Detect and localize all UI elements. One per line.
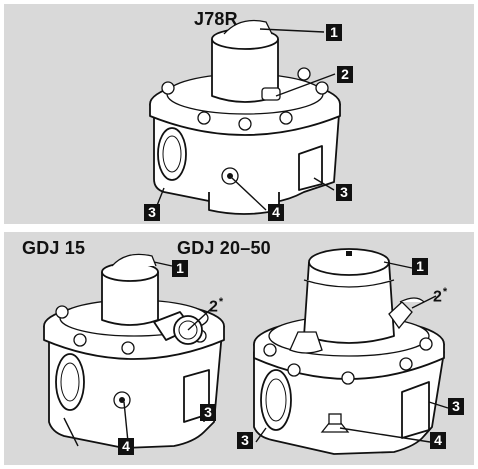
gdj15-title: GDJ 15 [22,238,86,258]
gdj15-callout-4: 4 [118,438,134,455]
gdj2050-callout-1: 1 [412,258,428,275]
j78r-callout-1: 1 [326,24,342,41]
j78r-callout-3-right: 3 [336,184,352,201]
j78r-callout-2: 2 [337,66,353,83]
gdj2050-callout-2: 2* [432,284,448,305]
panel-j78r: J78R 1 2 3 4 3 [4,4,474,224]
j78r-regulator-drawing [149,19,341,215]
gdj2050-callout-2-star: * [442,286,448,298]
gdj15-callout-3: 3 [200,404,216,421]
gdj2050-callout-3-left: 3 [237,432,253,449]
j78r-callout-4: 4 [268,204,284,221]
gdj15-callout-1: 1 [172,260,188,277]
gdj2050-callout-3-right: 3 [448,398,464,415]
j78r-title: J78R [194,9,238,29]
gdj2050-callout-2-number: 2 [433,288,442,306]
gdj15-callout-2-number: 2 [209,298,218,316]
gdj15-callout-2-star: * [218,296,224,308]
panel-gdj: GDJ 15 GDJ 20–50 1 2* 3 4 1 2* 3 4 3 [4,232,474,465]
gdj15-callout-2: 2* [208,294,224,315]
gdj-regulators-drawing [43,248,449,455]
gdj2050-title: GDJ 20–50 [177,238,271,258]
j78r-callout-3-left: 3 [144,204,160,221]
gdj2050-callout-4: 4 [430,432,446,449]
